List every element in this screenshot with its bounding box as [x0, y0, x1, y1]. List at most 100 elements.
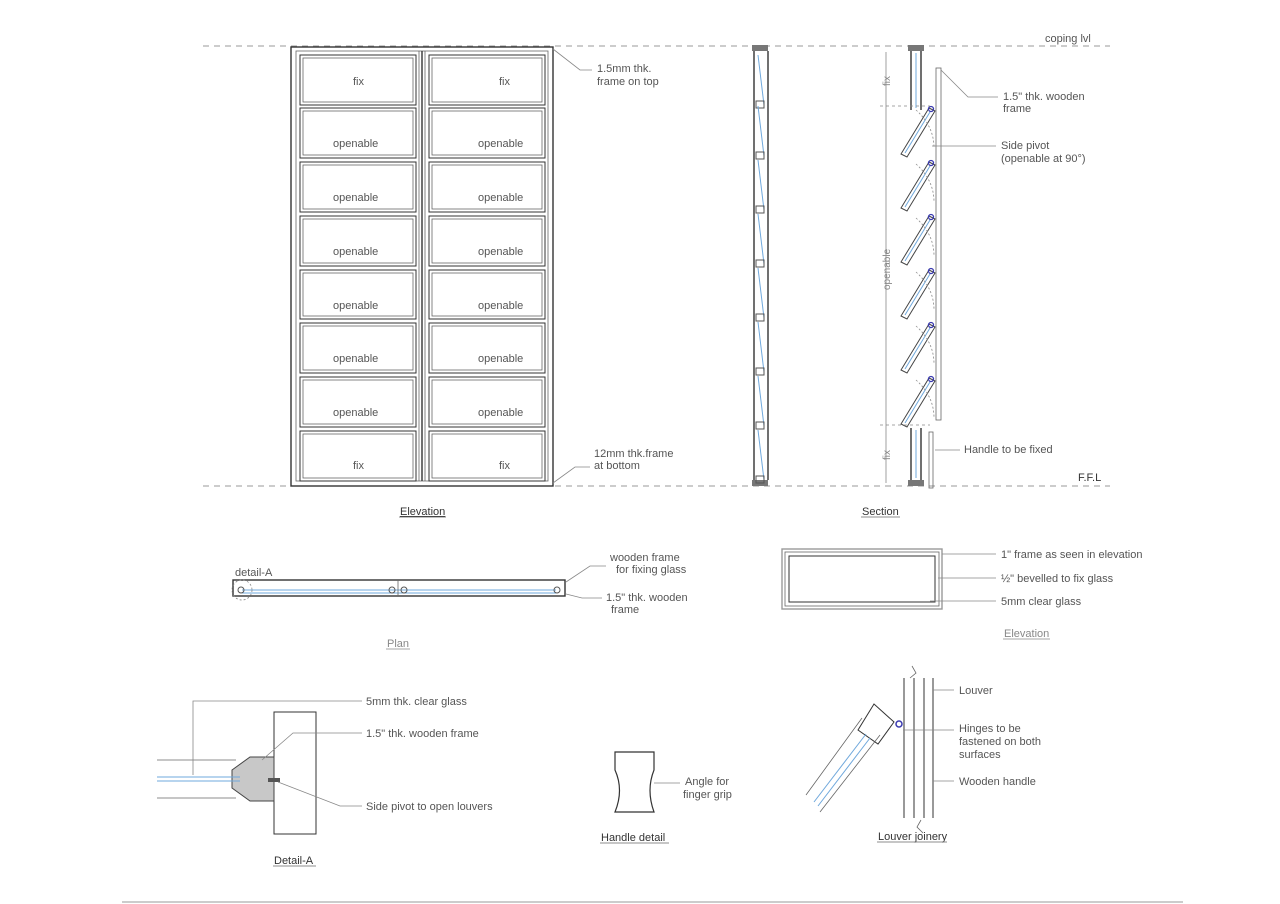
hinge-icon	[927, 105, 935, 113]
elevation-title: Elevation	[400, 506, 445, 518]
side-hinge-icon	[755, 313, 765, 322]
side-hinge-icon	[755, 205, 765, 214]
window-elevation: fix openable openable openable openable opena…	[290, 46, 554, 487]
detail-pivot-leader	[277, 781, 362, 807]
section-louver-glass	[904, 381, 931, 424]
section-louver-glass	[904, 111, 931, 154]
detail-glass-note: 5mm thk. clear glass	[366, 696, 467, 708]
elevation-panel-label: fix	[353, 460, 365, 472]
elevation-panel-frame	[299, 322, 417, 374]
window-plan	[231, 579, 566, 601]
section-frame-note-1: 1.5" thk. wooden	[1003, 91, 1085, 103]
elevation-panel-frame	[428, 376, 546, 428]
bottom-frame-note-1: 12mm thk.frame	[594, 448, 673, 460]
elevation-panel-glass	[431, 218, 543, 264]
section-louver-glass	[904, 165, 931, 208]
elevation-panel-glass	[431, 433, 543, 479]
elevation-panel-label: openable	[333, 353, 378, 365]
plan-wood-note-2: for fixing glass	[616, 564, 687, 576]
dim-fix-top: fix	[882, 76, 893, 86]
detail-glass-leader	[192, 700, 362, 775]
side-louver	[757, 429, 765, 481]
pane-note-3: 5mm clear glass	[1001, 596, 1082, 608]
elevation-panel-label: openable	[478, 353, 523, 365]
elevation-panel-label: openable	[478, 192, 523, 204]
detail-frame-note: 1.5" thk. wooden frame	[366, 728, 479, 740]
detail-frame-leader	[261, 732, 362, 761]
section-pivot-note-2: (openable at 90°)	[1001, 153, 1086, 165]
joinery-handle-note: Wooden handle	[959, 776, 1036, 788]
elevation-panel-label: fix	[353, 76, 365, 88]
dim-fix-bottom: fix	[882, 450, 893, 460]
side-hinge-icon	[755, 367, 765, 376]
plan-wood-note-1: wooden frame	[609, 552, 680, 564]
elevation-panel-glass	[431, 325, 543, 371]
section-frame-note-2: frame	[1003, 103, 1031, 115]
elevation-panel-glass	[302, 272, 414, 317]
elevation-panel-label: openable	[333, 192, 378, 204]
elevation-panel-glass	[431, 379, 543, 425]
elevation-panel-frame	[299, 376, 417, 428]
elevation-panel-glass	[302, 57, 414, 103]
side-hinge-icon	[755, 259, 765, 268]
handle-note-1: Angle for	[685, 776, 729, 788]
elevation-panel-frame	[428, 54, 546, 106]
section-louver-glass	[904, 219, 931, 262]
detail-pivot-note: Side pivot to open louvers	[366, 801, 493, 813]
section-louver-glass	[904, 327, 931, 370]
elevation-panel-frame	[299, 430, 417, 482]
elevation-panel-glass	[431, 110, 543, 156]
elevation-panel-frame	[428, 215, 546, 267]
elevation-panel-label: openable	[333, 300, 378, 312]
side-louver	[757, 159, 765, 211]
pane-elevation	[781, 548, 943, 610]
pane-note-2: ½" bevelled to fix glass	[1001, 573, 1114, 585]
plan-frame-note-2: frame	[611, 604, 639, 616]
elevation-panel-label: openable	[478, 138, 523, 150]
elevation-panel-glass	[431, 272, 543, 317]
plan-detail-tag: detail-A	[235, 567, 273, 579]
louver-joinery-drawing	[805, 665, 934, 834]
section-louver-glass	[904, 273, 931, 316]
elevation-panel-glass	[302, 433, 414, 479]
joinery-hinge-note-3: surfaces	[959, 749, 1001, 761]
hinge-icon	[927, 321, 935, 329]
elevation-panel-glass	[302, 110, 414, 156]
handle-detail-title: Handle detail	[601, 832, 665, 844]
section-handle-note: Handle to be fixed	[964, 444, 1053, 456]
side-hinge-icon	[755, 421, 765, 430]
detail-a-drawing	[157, 711, 317, 835]
side-louver	[757, 267, 765, 319]
hinge-icon	[927, 375, 935, 383]
elevation-panel-glass	[431, 57, 543, 103]
elevation-panel-glass	[302, 379, 414, 425]
side-louver	[757, 105, 765, 157]
elevation-panel-frame	[299, 215, 417, 267]
louver-joinery-title: Louver joinery	[878, 831, 948, 843]
elevation-panel-glass	[302, 218, 414, 264]
elevation-panel-label: openable	[333, 407, 378, 419]
top-frame-note-2: frame on top	[597, 76, 659, 88]
elevation-panel-frame	[428, 161, 546, 213]
detail-a-title: Detail-A	[274, 855, 314, 867]
joinery-hinge-note-2: fastened on both	[959, 736, 1041, 748]
elevation-panels: fix openable openable openable openable opena…	[299, 54, 546, 482]
elevation-panel-glass	[431, 164, 543, 210]
hinge-icon	[927, 267, 935, 275]
joinery-hinge-note-1: Hinges to be	[959, 723, 1021, 735]
elevation-panel-label: openable	[478, 246, 523, 258]
elevation-panel-glass	[302, 164, 414, 210]
pane-elevation-title: Elevation	[1004, 628, 1049, 640]
elevation-panel-frame	[428, 269, 546, 320]
plan-title: Plan	[387, 638, 409, 650]
top-frame-leader	[552, 48, 592, 71]
side-louver	[757, 321, 765, 373]
plan-frame-leader	[565, 593, 602, 599]
elevation-panel-glass	[302, 325, 414, 371]
coping-level-label: coping lvl	[1045, 33, 1091, 45]
side-hinge-icon	[755, 475, 765, 484]
bottom-frame-leader	[552, 466, 590, 484]
elevation-panel-label: openable	[478, 300, 523, 312]
elevation-panel-label: fix	[499, 76, 511, 88]
